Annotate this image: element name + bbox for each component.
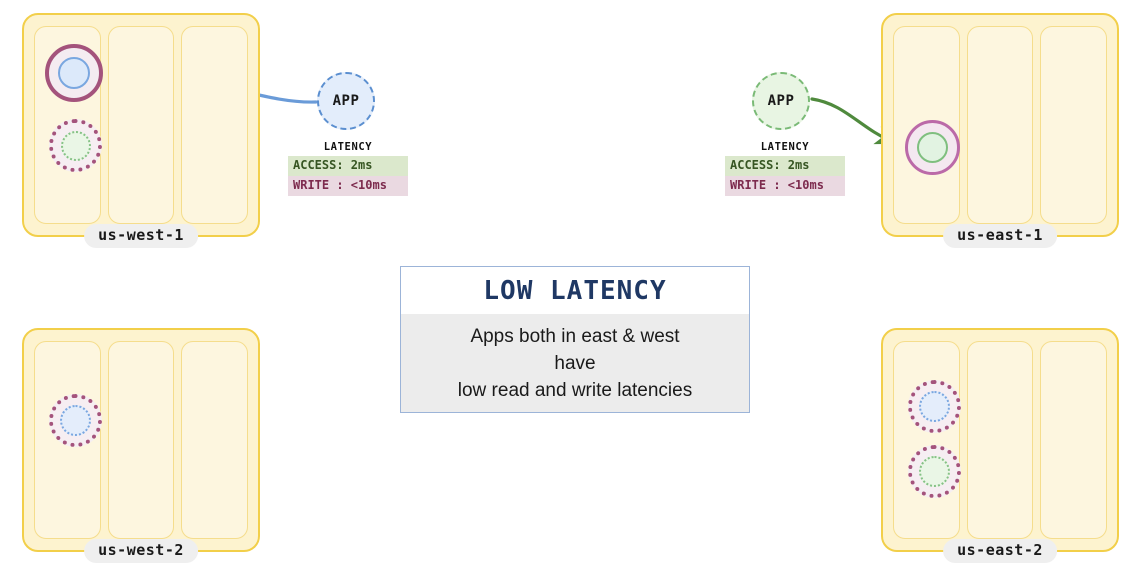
app-label: APP [332,93,360,109]
replica-west-2-blue[interactable] [49,394,102,447]
latency-write-row: WRITE : <10ms [288,176,408,196]
primary-replica-east-1[interactable] [905,120,960,175]
region-column [181,341,249,539]
secondary-replica-west-1[interactable] [49,119,102,172]
region-column [966,26,1034,224]
region-column [34,26,103,224]
region-column [107,341,175,539]
latency-block-west: LATENCY ACCESS: 2ms WRITE : <10ms [288,141,408,196]
region-label-us-east-1: us-east-1 [943,224,1057,248]
region-column [34,341,102,539]
app-label: APP [767,93,795,109]
region-column [107,26,175,224]
region-column [1040,341,1108,539]
latency-access-row: ACCESS: 2ms [288,156,408,176]
replica-inner-disc [919,391,950,422]
region-column [181,26,249,224]
region-us-west-1[interactable]: us-west-1 [22,13,260,248]
region-us-east-2[interactable]: us-east-2 [881,328,1119,563]
region-us-west-2[interactable]: us-west-2 [22,328,260,563]
replica-inner-disc [919,456,950,487]
region-column [1040,26,1108,224]
replica-east-2-blue[interactable] [908,380,961,433]
caption-title: LOW LATENCY [401,267,749,314]
caption-body: Apps both in east & west have low read a… [401,314,749,419]
caption-line-3: low read and write latencies [457,379,693,401]
replica-east-2-green[interactable] [908,445,961,498]
latency-block-east: LATENCY ACCESS: 2ms WRITE : <10ms [725,141,845,196]
app-bubble-east[interactable]: APP [752,72,810,130]
latency-write-row: WRITE : <10ms [725,176,845,196]
latency-access-row: ACCESS: 2ms [725,156,845,176]
replica-inner-disc [60,130,91,161]
region-column [893,26,960,224]
caption-card: LOW LATENCY Apps both in east & west hav… [400,266,750,413]
replica-inner-disc [917,132,948,163]
latency-title: LATENCY [760,141,810,153]
region-label-us-east-2: us-east-2 [943,539,1057,563]
replica-inner-disc [58,57,90,89]
region-label-us-west-2: us-west-2 [84,539,198,563]
region-label-us-west-1: us-west-1 [84,224,198,248]
replica-inner-disc [60,405,91,436]
primary-replica-west-1[interactable] [45,44,103,102]
caption-line-2: have [554,352,596,374]
app-bubble-west[interactable]: APP [317,72,375,130]
latency-title: LATENCY [323,141,373,153]
region-column [893,341,961,539]
region-us-east-1[interactable]: us-east-1 [881,13,1119,248]
caption-line-1: Apps both in east & west [470,326,680,347]
region-column [966,341,1034,539]
